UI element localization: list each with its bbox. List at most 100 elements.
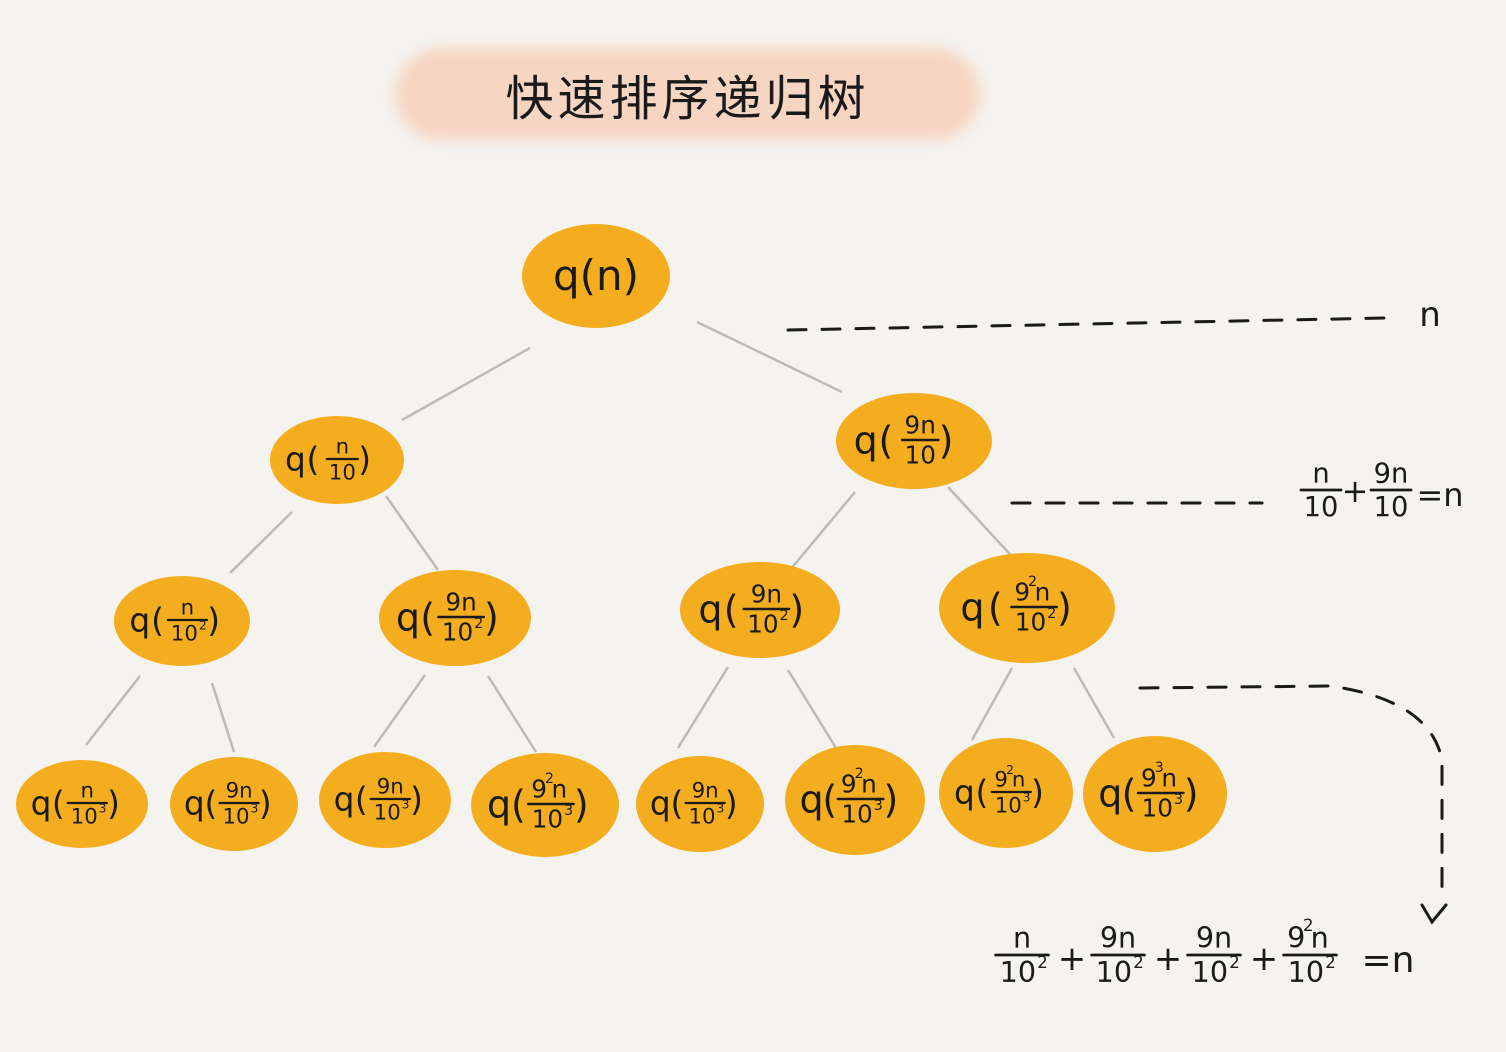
node-LRL-den-exp: 3 bbox=[402, 798, 410, 812]
node-func: q bbox=[285, 441, 306, 479]
sum-level1-term0-num: n bbox=[1312, 459, 1329, 490]
sum-level1-term0-fraction: n10 bbox=[1299, 459, 1343, 523]
node-func: q bbox=[954, 774, 975, 812]
sum-level2-result: =n bbox=[1362, 940, 1415, 981]
node-LLR-num: 9n bbox=[226, 778, 253, 803]
node-LRL-num: 9n bbox=[377, 774, 404, 799]
node-open-paren: ( bbox=[822, 777, 837, 821]
node-RR-num-exp: 2 bbox=[1028, 574, 1037, 590]
node-close-paren: ) bbox=[207, 602, 220, 640]
node-RR-num-tail: n bbox=[1035, 577, 1051, 606]
node-LRL-den: 10 bbox=[374, 800, 401, 825]
node-LLL-num: n bbox=[81, 778, 95, 803]
sum-level2-plus2: + bbox=[1250, 939, 1279, 979]
sum-level1-plus0: + bbox=[1342, 472, 1369, 510]
sum-level2-term0-den: 10 bbox=[1000, 955, 1036, 989]
sum-level2-term0-num: n bbox=[1013, 920, 1031, 954]
edge-LR-LRL bbox=[372, 674, 427, 748]
sum-level2-term2-den: 10 bbox=[1192, 955, 1228, 989]
edge-RL-RLR bbox=[786, 669, 838, 749]
node-func: q bbox=[960, 585, 984, 629]
node-open-paren: ( bbox=[151, 602, 164, 640]
node-open-paren: ( bbox=[671, 785, 684, 823]
sum-level2-term3-num-tail: n bbox=[1311, 920, 1329, 954]
node-LRR-num-base: 9 bbox=[531, 774, 547, 803]
node-close-paren: ) bbox=[358, 441, 371, 479]
edge-RR-RRR bbox=[1072, 667, 1116, 739]
level-guides bbox=[786, 316, 1448, 925]
node-LLR-den: 10 bbox=[222, 804, 249, 829]
sum-level2-term0-den-exp: 2 bbox=[1037, 953, 1048, 972]
edge-root-L bbox=[401, 346, 531, 422]
node-LL-num: n bbox=[181, 595, 195, 620]
sum-level2-term1-num: 9n bbox=[1100, 920, 1136, 954]
node-LRR-num-exp: 2 bbox=[545, 771, 554, 787]
node-RLR-den: 10 bbox=[841, 799, 872, 828]
node-LRR-den-exp: 3 bbox=[564, 803, 573, 819]
node-open-paren: ( bbox=[988, 585, 1003, 629]
node-R-num: 9n bbox=[905, 410, 936, 439]
sum-level1-term0-den: 10 bbox=[1304, 492, 1339, 523]
guide-level0 bbox=[786, 316, 1387, 332]
edge-RL-RLL bbox=[676, 666, 730, 749]
node-open-paren: ( bbox=[355, 781, 368, 819]
node-LL-den: 10 bbox=[171, 621, 198, 646]
node-close-paren: ) bbox=[939, 418, 954, 462]
node-RRR-den: 10 bbox=[1141, 793, 1172, 822]
tree-edges bbox=[85, 320, 1116, 753]
edge-R-RL bbox=[789, 491, 856, 571]
sum-level2-term3-den-exp: 2 bbox=[1325, 953, 1336, 972]
sum-level2-plus1: + bbox=[1154, 939, 1183, 979]
node-LLL-den-exp: 3 bbox=[99, 802, 107, 816]
sum-level2-plus0: + bbox=[1058, 939, 1087, 979]
node-func: q bbox=[129, 602, 150, 640]
node-open-paren: ( bbox=[52, 785, 65, 823]
node-RRL-den: 10 bbox=[995, 793, 1022, 818]
page-title: 快速排序递归树 bbox=[505, 71, 870, 127]
node-RR-den: 10 bbox=[1015, 607, 1046, 636]
node-open-paren: ( bbox=[306, 441, 319, 479]
sum-level2-term1-den-exp: 2 bbox=[1133, 953, 1144, 972]
guide-arrowhead bbox=[1420, 903, 1448, 925]
node-RRR-num-base: 9 bbox=[1141, 763, 1157, 792]
sum-level2-term3-num-base: 9 bbox=[1287, 920, 1305, 954]
node-RR-den-exp: 2 bbox=[1047, 606, 1056, 622]
sum-level1-term1-den: 10 bbox=[1374, 492, 1409, 523]
node-LL-den-exp: 2 bbox=[199, 619, 207, 633]
node-func: q bbox=[184, 785, 205, 823]
title-highlight bbox=[395, 48, 980, 140]
node-shape bbox=[522, 224, 670, 328]
node-open-paren: ( bbox=[420, 595, 435, 639]
node-RRR-num-tail: n bbox=[1161, 763, 1177, 792]
node-LRR-num-tail: n bbox=[551, 774, 567, 803]
sum-level2-term3-num-exp: 2 bbox=[1303, 916, 1314, 935]
node-close-paren: ) bbox=[574, 782, 589, 826]
sum-level2-term2-num: 9n bbox=[1196, 920, 1232, 954]
sum-level2-term1-den: 10 bbox=[1096, 955, 1132, 989]
node-open-paren: ( bbox=[205, 785, 218, 823]
node-close-paren: ) bbox=[484, 595, 499, 639]
node-LR-den: 10 bbox=[442, 617, 473, 646]
sum-level0-result: n bbox=[1419, 295, 1441, 335]
edge-RR-RRL bbox=[970, 667, 1014, 741]
node-RLL-den-exp: 3 bbox=[717, 802, 725, 816]
